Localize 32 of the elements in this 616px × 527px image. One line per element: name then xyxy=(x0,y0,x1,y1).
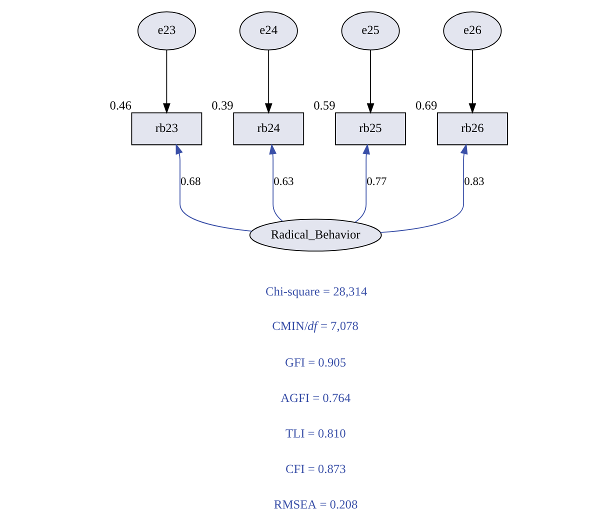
node-ellipse: e25 xyxy=(340,11,400,50)
node-ellipse: e23 xyxy=(136,11,196,50)
edge-label: 0.77 xyxy=(366,176,386,188)
label: TLI = 0.810 xyxy=(284,426,346,440)
node-ellipse: e26 xyxy=(442,11,502,50)
arrow xyxy=(366,50,374,114)
arrow xyxy=(380,143,468,233)
node-box: rb23 xyxy=(130,112,202,146)
label: GFI = 0.905 xyxy=(284,355,346,370)
label: CFI = 0.873 xyxy=(284,462,346,476)
node-label: 0.46 xyxy=(109,98,131,112)
edge-label: 0.63 xyxy=(273,176,294,188)
node-ellipse: Radical_Behavior xyxy=(248,218,382,252)
arrow xyxy=(354,144,370,223)
node-box: rb24 xyxy=(232,112,304,146)
node-label: 0.39 xyxy=(211,98,233,112)
label: RMSEA = 0.208 xyxy=(273,497,358,512)
node-box: rb26 xyxy=(436,112,508,146)
edge-label: 0.83 xyxy=(464,176,484,188)
arrow xyxy=(162,50,170,114)
node-ellipse: e24 xyxy=(238,11,298,50)
label: AGFI = 0.764 xyxy=(280,390,350,405)
node-box: rb25 xyxy=(334,112,406,146)
arrow xyxy=(268,144,282,222)
arrow xyxy=(175,144,252,232)
node-label: 0.69 xyxy=(415,98,437,112)
edge-label: 0.68 xyxy=(180,176,200,188)
arrow xyxy=(468,50,476,114)
label: Chi-square = 28,314 xyxy=(265,284,367,299)
arrow xyxy=(264,50,272,114)
label: CMIN/df = 7,078 xyxy=(272,319,358,334)
node-label: 0.59 xyxy=(313,98,335,112)
